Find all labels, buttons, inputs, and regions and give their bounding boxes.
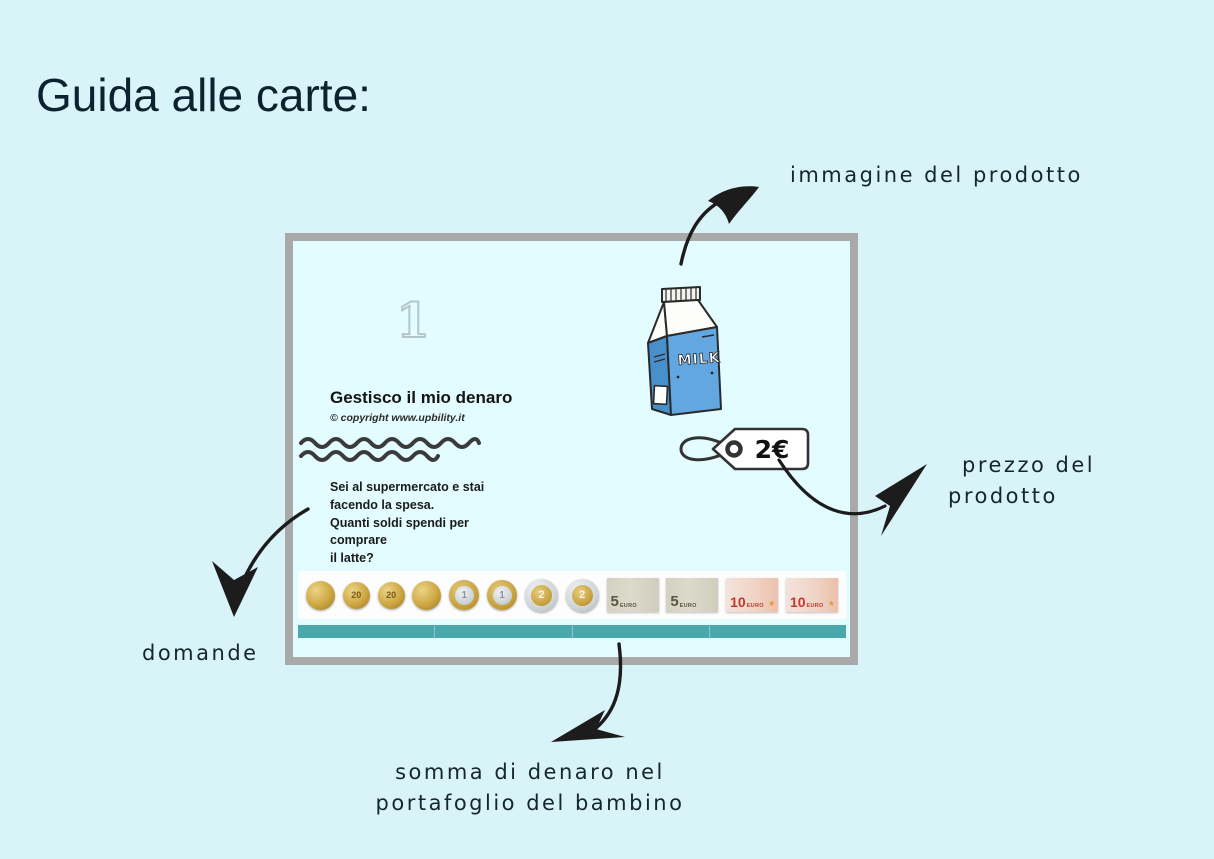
coin-1-euro-value: 1 (454, 585, 474, 605)
coin-20-cent: 20 (342, 581, 370, 609)
sample-card: 1 Gestisco il mio denaro © copyright www… (285, 233, 858, 665)
coin-2-euro: 2 (565, 578, 599, 612)
card-number: 1 (395, 292, 430, 350)
banknote-value: 5 (610, 593, 619, 610)
tag-grommet-icon (725, 440, 743, 458)
milk-carton-icon: MILK (647, 286, 722, 416)
annotation-product-price-line1: prezzo del (962, 453, 1096, 477)
banknote-currency: EURO (746, 603, 764, 609)
annotation-wallet-sum-line2: portafoglio del bambino (375, 791, 685, 815)
coin-1-euro-value: 1 (492, 585, 512, 605)
coin-2-euro-value: 2 (530, 584, 552, 606)
arrow-to-product-image-icon (679, 186, 759, 266)
wallet-bar-segment (435, 625, 573, 638)
squiggle-divider-icon (299, 437, 481, 462)
card-heading: Gestisco il mio denaro (330, 388, 513, 407)
wallet-total-bar (298, 625, 846, 638)
page-title: Guida alle carte: (36, 69, 371, 121)
arrow-to-wallet-sum-icon (551, 642, 625, 742)
annotation-product-price: prezzo del prodotto (948, 450, 1095, 512)
question-text: Sei al supermercato e stai facendo la sp… (330, 480, 485, 565)
coin-50-cent (306, 580, 335, 610)
coin-50-cent (412, 580, 442, 610)
coin-1-euro: 1 (449, 580, 480, 610)
coin-1-euro: 1 (487, 580, 518, 610)
annotation-questions: domande (142, 641, 259, 665)
annotation-product-price-line2: prodotto (948, 484, 1058, 508)
banknote-value: 10 (789, 594, 806, 610)
price-tag: 2€ (679, 427, 810, 471)
arrow-to-product-price-icon (777, 458, 927, 536)
wallet-bar-segment (298, 625, 436, 638)
coin-2-euro: 2 (524, 578, 558, 612)
banknote-value: 10 (730, 594, 746, 610)
arrow-to-questions-icon (212, 507, 310, 617)
coin-2-euro-value: 2 (571, 584, 593, 606)
copyright-line: © copyright www.upbility.it (330, 412, 465, 424)
wallet-bar-segment (710, 625, 846, 638)
coin-20-cent: 20 (377, 581, 405, 609)
banknote-currency: EURO (679, 603, 697, 609)
tag-string-icon (679, 436, 730, 462)
annotation-product-image: immagine del prodotto (790, 163, 1083, 187)
banknote-value: 5 (670, 593, 679, 610)
annotation-wallet-sum: somma di denaro nel portafoglio del bamb… (340, 757, 720, 819)
annotation-wallet-sum-line1: somma di denaro nel (395, 760, 665, 784)
milk-label: MILK (677, 350, 721, 369)
wallet-bar-segment (573, 625, 710, 638)
banknote-currency: EURO (806, 603, 824, 609)
price-label: 2€ (755, 435, 790, 464)
banknote-currency: EURO (619, 603, 637, 609)
